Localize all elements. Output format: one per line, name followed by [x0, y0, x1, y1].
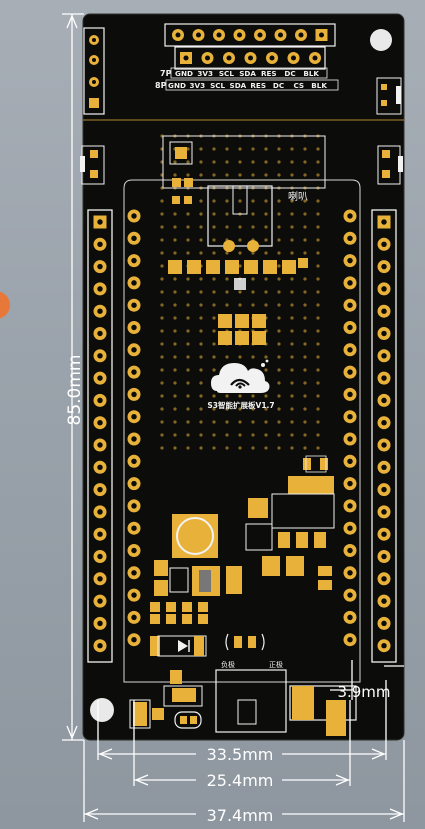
- dimension-right: [330, 660, 404, 700]
- header-8p-pin-label: BLK: [311, 81, 327, 90]
- mounting-hole-bottom: [90, 698, 114, 722]
- top-header-8p: [164, 23, 336, 47]
- header-7p-pin-label: RES: [261, 69, 277, 78]
- chip-pads: [218, 314, 266, 345]
- speaker-area: [162, 135, 326, 252]
- header-7p-pin-label: BLK: [303, 69, 319, 78]
- header-8p-prefix: 8P: [155, 81, 167, 90]
- header-8p-pin-label: SCL: [210, 81, 225, 90]
- height-dimension-label: 85.0mm: [65, 355, 85, 426]
- total-width-dimension-label: 37.4mm: [207, 806, 274, 825]
- pitch-width-dimension-label: 25.4mm: [207, 771, 274, 790]
- orange-marker: [0, 291, 10, 319]
- header-8p-pin-label: RES: [250, 81, 266, 90]
- negative-label: 负极: [221, 660, 235, 669]
- board-title: S3智能扩展板V1.7: [207, 400, 274, 410]
- right-long-header: [371, 209, 397, 663]
- bottom-connectors: [129, 669, 357, 736]
- dimension-total-width: [83, 740, 405, 822]
- header-8p-pin-label: 3V3: [190, 81, 206, 90]
- mounting-hole-top: [370, 29, 392, 51]
- middle-pad-row: [168, 258, 308, 290]
- positive-label: 正极: [269, 660, 283, 669]
- header-7p-pin-label: DC: [284, 69, 295, 78]
- header-7p-pin-label: SCL: [219, 69, 234, 78]
- header-7p-pin-label: SDA: [239, 69, 256, 78]
- header-7p-pin-label: 3V3: [197, 69, 213, 78]
- top-header-7p: [174, 46, 326, 70]
- dimension-inner-width: [97, 680, 387, 760]
- cloud-logo: [211, 359, 270, 393]
- inner-width-dimension-label: 33.5mm: [207, 745, 274, 764]
- dimension-height: [62, 13, 84, 741]
- header-8p-pin-label: SDA: [230, 81, 247, 90]
- lower-components: [150, 514, 265, 657]
- header-7p-pin-label: GND: [175, 69, 193, 78]
- header-7p-prefix: 7P: [160, 69, 172, 78]
- regulator-block: [245, 455, 335, 590]
- side-switches: [80, 77, 403, 185]
- header-8p-pin-label: CS: [294, 81, 305, 90]
- speaker-label: 喇叭: [288, 191, 308, 203]
- right-dimension-label: 3.9mm: [337, 683, 390, 701]
- dimension-pitch-width: [133, 700, 351, 786]
- header-8p-pin-label: GND: [168, 81, 186, 90]
- header-8p-pin-label: DC: [273, 81, 284, 90]
- left-4pin-header: [83, 27, 105, 115]
- left-long-header: [87, 209, 113, 663]
